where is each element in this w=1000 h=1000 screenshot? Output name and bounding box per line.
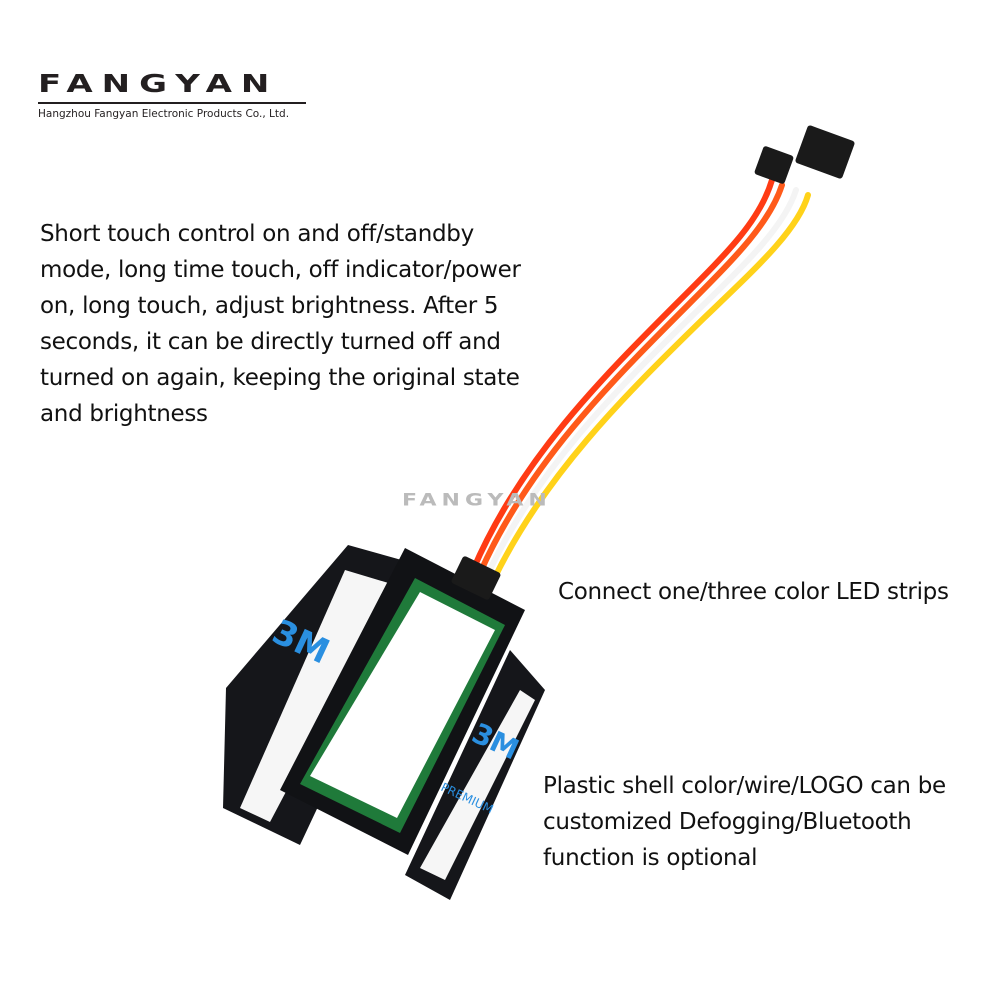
jst-connector-female bbox=[795, 125, 855, 179]
adhesive-tape-right bbox=[420, 690, 535, 880]
logo-divider bbox=[38, 102, 306, 104]
watermark: FANGYAN bbox=[402, 491, 552, 510]
touch-control-description: Short touch control on and off/standby m… bbox=[40, 221, 521, 427]
wire-bundle bbox=[470, 177, 811, 582]
adhesive-tape-left bbox=[240, 570, 395, 822]
jst-connector-male bbox=[754, 146, 794, 184]
led-connect-description: Connect one/three color LED strips bbox=[558, 579, 949, 605]
cable-clamp bbox=[451, 556, 501, 600]
customization-description: Plastic shell color/wire/LOGO can be cus… bbox=[543, 773, 946, 871]
logo-wordmark: FANGYAN bbox=[38, 69, 279, 99]
company-name: Hangzhou Fangyan Electronic Products Co.… bbox=[38, 108, 290, 120]
brand-logo: FANGYAN Hangzhou Fangyan Electronic Prod… bbox=[38, 72, 306, 120]
touch-panel-window bbox=[310, 592, 495, 818]
